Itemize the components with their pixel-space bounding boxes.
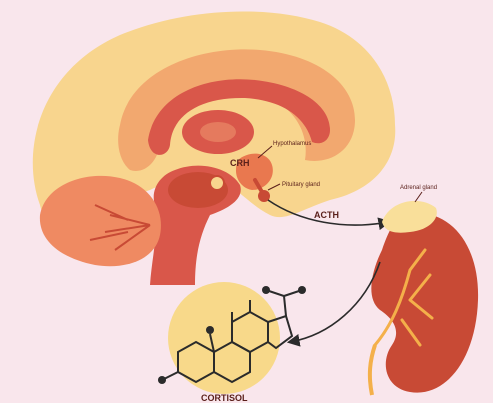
kidney bbox=[371, 213, 478, 392]
cortisol-arrow bbox=[290, 262, 380, 342]
oxygen-atom-3 bbox=[262, 286, 270, 294]
optic-chiasm bbox=[210, 176, 224, 190]
hypothalamus-label: Hypothalamus bbox=[273, 141, 311, 147]
oxygen-atom-2 bbox=[206, 326, 214, 334]
cerebellum bbox=[40, 176, 161, 266]
pituitary-label: Pituitary gland bbox=[282, 182, 320, 188]
thalamus-center bbox=[200, 122, 236, 142]
oxygen-atom-1 bbox=[158, 376, 166, 384]
cortisol-label: CORTISOL bbox=[201, 393, 248, 403]
ureter bbox=[370, 345, 375, 395]
oxygen-atom-4 bbox=[298, 286, 306, 294]
acth-label: ACTH bbox=[314, 210, 339, 220]
adrenal-leader bbox=[415, 192, 422, 202]
adrenal-label: Adrenal gland bbox=[400, 185, 437, 191]
crh-label: CRH bbox=[230, 158, 250, 168]
